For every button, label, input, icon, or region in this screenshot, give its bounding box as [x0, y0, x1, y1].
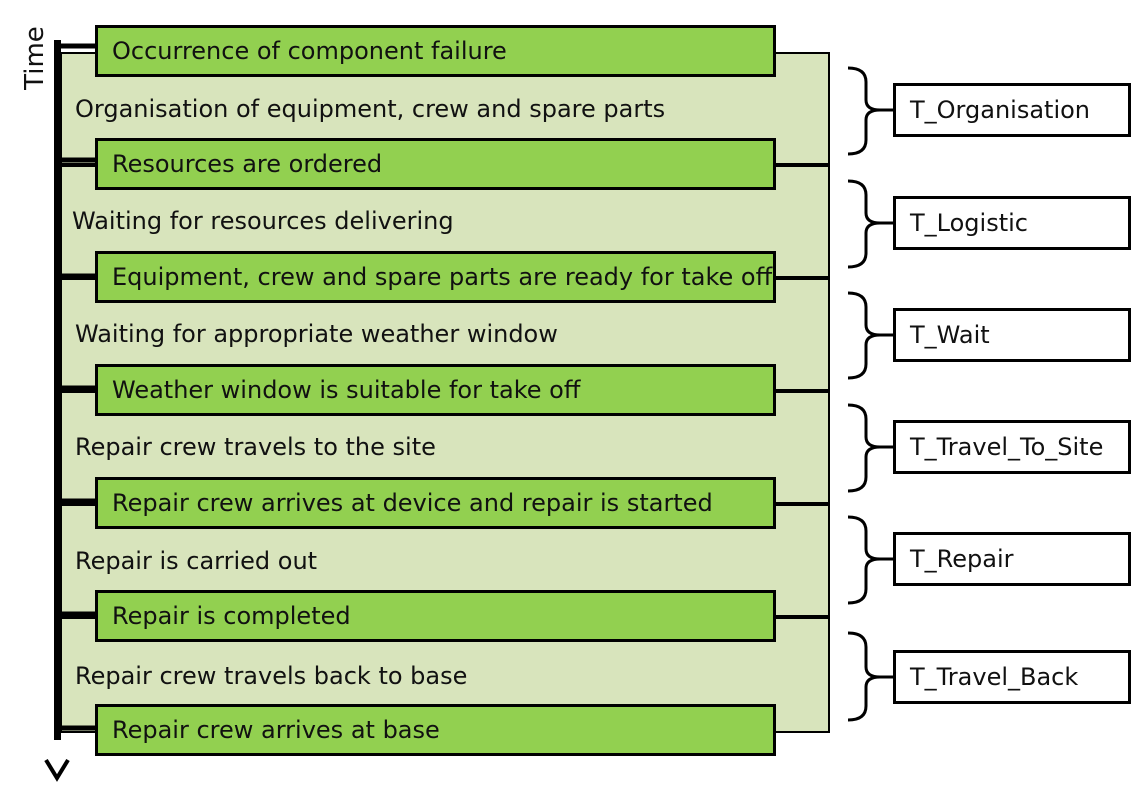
time-axis: [54, 40, 61, 740]
duration-box: T_Repair: [893, 532, 1131, 586]
brace-connectors: [880, 108, 894, 679]
brace-icon: [847, 403, 881, 493]
time-arrow-icon: [44, 758, 70, 782]
duration-box: T_Wait: [893, 308, 1131, 362]
brace-icon: [847, 179, 881, 269]
duration-box: T_Travel_To_Site: [893, 420, 1131, 474]
event-box: Weather window is suitable for take off: [95, 364, 776, 416]
event-box: Repair is completed: [95, 590, 776, 642]
brace-icon: [847, 631, 881, 722]
event-box: Repair crew arrives at base: [95, 704, 776, 756]
event-ticks: [58, 43, 96, 731]
duration-braces: [847, 66, 881, 722]
event-box: Repair crew arrives at device and repair…: [95, 477, 776, 529]
brace-icon: [847, 515, 881, 605]
brace-icon: [847, 66, 881, 156]
activity-label: Waiting for appropriate weather window: [75, 320, 558, 348]
duration-box: T_Travel_Back: [893, 650, 1131, 704]
brace-icon: [847, 291, 881, 380]
activity-label: Organisation of equipment, crew and spar…: [75, 95, 666, 123]
event-box: Occurrence of component failure: [95, 25, 776, 77]
event-box: Resources are ordered: [95, 138, 776, 190]
duration-box: T_Logistic: [893, 196, 1131, 250]
duration-box: T_Organisation: [893, 83, 1131, 137]
activity-label: Repair crew travels to the site: [75, 433, 436, 461]
activity-label: Repair crew travels back to base: [75, 662, 468, 690]
activity-label: Waiting for resources delivering: [72, 207, 454, 235]
activity-label: Repair is carried out: [75, 547, 318, 575]
event-box: Equipment, crew and spare parts are read…: [95, 251, 776, 303]
